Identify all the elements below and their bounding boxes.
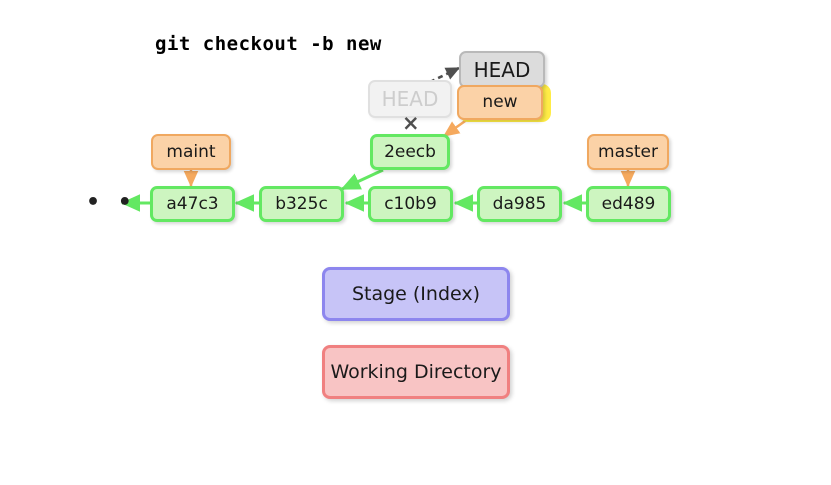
commit-node-b325c[interactable]: b325c (259, 186, 344, 222)
commit-da985-text: da985 (492, 193, 547, 214)
commit-node-ed489[interactable]: ed489 (586, 186, 671, 222)
commit-a47c3-text: a47c3 (166, 193, 219, 214)
commit-2eecb-text: 2eecb (384, 141, 436, 162)
branch-label-new[interactable]: new (457, 85, 543, 120)
stage-index-label: Stage (Index) (351, 283, 481, 305)
branch-maint-text: maint (166, 141, 216, 162)
head-ghost-label: HEAD (368, 80, 452, 118)
commit-node-2eecb[interactable]: 2eecb (370, 134, 450, 170)
head-detach-x-icon: × (402, 111, 420, 135)
head-label[interactable]: HEAD (459, 51, 545, 88)
head-text: HEAD (473, 57, 531, 82)
commit-c10b9-text: c10b9 (384, 193, 437, 214)
working-directory-panel[interactable]: Working Directory (322, 345, 510, 399)
head-ghost-text: HEAD (381, 87, 439, 111)
commit-node-da985[interactable]: da985 (477, 186, 562, 222)
page-title: git checkout -b new (155, 33, 382, 55)
commit-node-c10b9[interactable]: c10b9 (368, 186, 453, 222)
working-directory-label: Working Directory (330, 361, 502, 383)
branch-label-master[interactable]: master (587, 134, 669, 170)
commit-node-a47c3[interactable]: a47c3 (150, 186, 235, 222)
commit-ed489-text: ed489 (601, 193, 656, 214)
branch-master-text: master (598, 141, 658, 162)
history-ellipsis: • • • (86, 190, 169, 215)
stage-index-panel[interactable]: Stage (Index) (322, 267, 510, 321)
branch-label-maint[interactable]: maint (151, 134, 231, 170)
branch-new-text: new (482, 92, 518, 112)
commit-b325c-text: b325c (275, 193, 328, 214)
